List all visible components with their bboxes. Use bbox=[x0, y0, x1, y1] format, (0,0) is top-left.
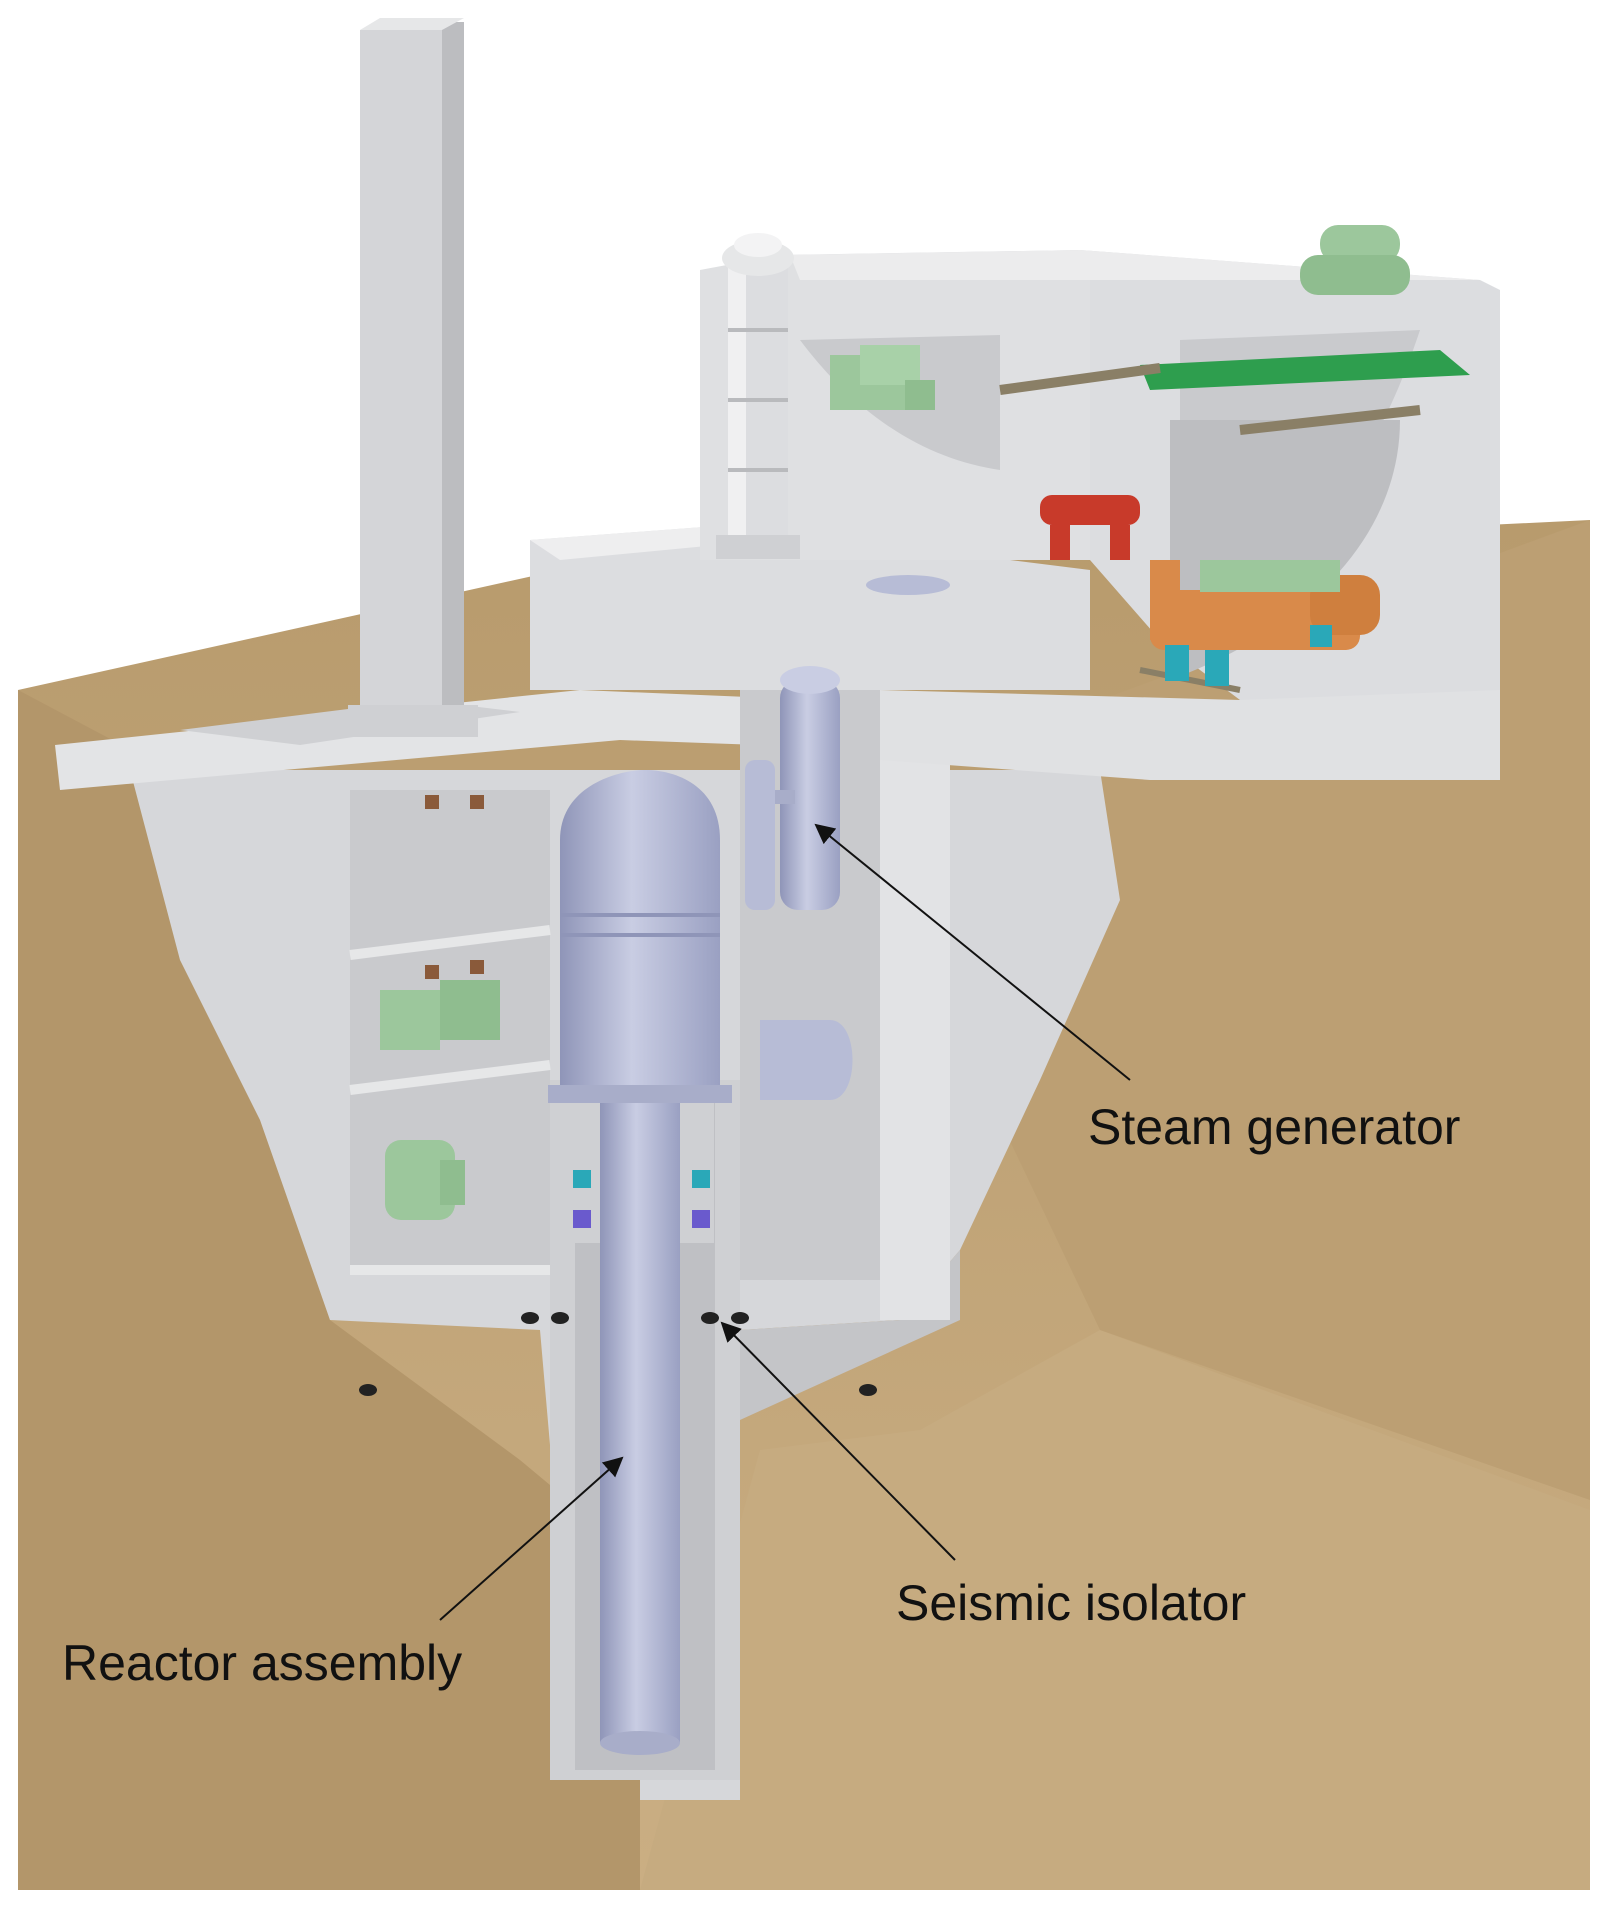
reactor-assembly-arrow bbox=[439, 1456, 624, 1621]
seismic-isolator-arrow bbox=[720, 1321, 956, 1561]
reactor-assembly bbox=[548, 770, 732, 1755]
seismic-isolator-units bbox=[359, 1170, 877, 1396]
steam-generator bbox=[745, 666, 853, 1100]
seismic-isolator-label: Seismic isolator bbox=[896, 1575, 1246, 1631]
reactor-assembly-label: Reactor assembly bbox=[62, 1635, 462, 1691]
callout-arrows bbox=[439, 823, 1131, 1621]
vent-column bbox=[716, 233, 800, 559]
exhaust-stack bbox=[348, 18, 478, 737]
upper-equipment bbox=[830, 225, 1410, 686]
steam-generator-label: Steam generator bbox=[1088, 1099, 1460, 1155]
steam-generator-arrow bbox=[814, 823, 1131, 1081]
bay-equipment bbox=[380, 795, 500, 1220]
